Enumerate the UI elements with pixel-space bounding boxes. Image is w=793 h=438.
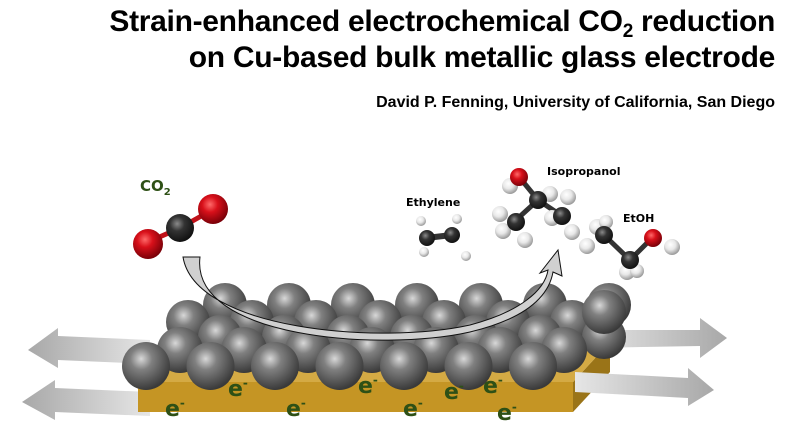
strain-arrow-right-lower bbox=[575, 368, 714, 406]
electron-label: e- bbox=[483, 373, 503, 399]
electron-labels: e-e-e-e-e-e-e-e- bbox=[165, 373, 517, 426]
cu-atom bbox=[509, 342, 557, 390]
title-line-2: on Cu-based bulk metallic glass electrod… bbox=[188, 41, 776, 74]
strain-arrow-left-upper bbox=[28, 328, 150, 368]
co2-label: CO2 bbox=[140, 177, 171, 198]
electron-label: e- bbox=[403, 396, 423, 422]
electron-label: e- bbox=[286, 396, 306, 422]
electron-label: e- bbox=[228, 376, 248, 402]
cu-atom bbox=[444, 342, 493, 390]
author-affiliation: David P. Fenning, University of Californ… bbox=[376, 94, 775, 111]
isopropanol-label: Isopropanol bbox=[547, 165, 621, 178]
co2-molecule bbox=[133, 194, 228, 259]
title-line-1: Strain-enhanced electrochemical CO2 redu… bbox=[109, 5, 775, 42]
electron-label: e- bbox=[444, 379, 464, 405]
cu-atom bbox=[186, 342, 235, 390]
electron-label: e- bbox=[497, 400, 517, 426]
strain-arrow-left-lower bbox=[22, 380, 150, 420]
etoh-label: EtOH bbox=[623, 212, 654, 225]
ethylene-molecule bbox=[416, 214, 471, 261]
electron-label: e- bbox=[165, 396, 185, 422]
diagram-title: Strain-enhanced electrochemical CO2 redu… bbox=[109, 4, 775, 76]
reaction-arrow bbox=[182, 248, 563, 341]
cu-atom bbox=[315, 342, 364, 390]
cu-atom bbox=[582, 290, 626, 334]
electron-label: e- bbox=[358, 373, 378, 399]
strain-arrow-right-upper bbox=[590, 318, 727, 358]
cu-atom bbox=[122, 342, 170, 390]
ethylene-label: Ethylene bbox=[406, 196, 460, 209]
isopropanol-molecule bbox=[492, 168, 580, 248]
cu-atom bbox=[251, 342, 299, 390]
etoh-molecule bbox=[579, 215, 680, 280]
cu-atom bbox=[380, 342, 428, 390]
